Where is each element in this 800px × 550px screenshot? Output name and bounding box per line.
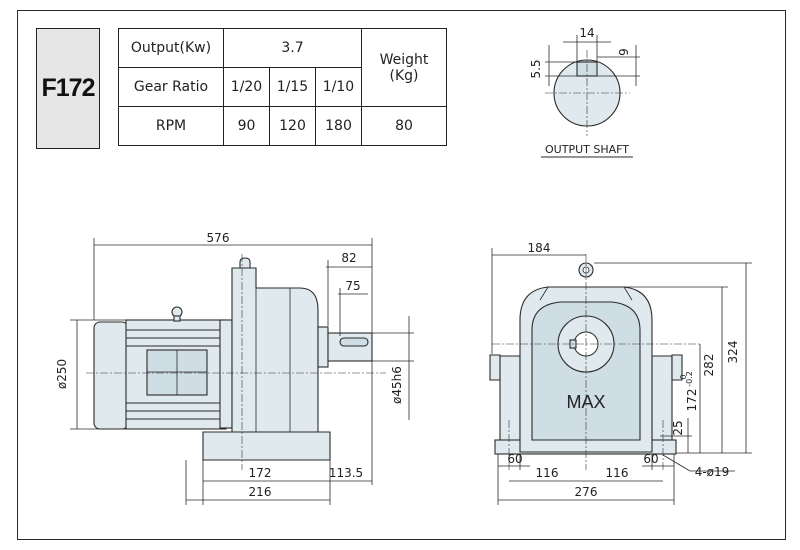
output-shaft [327,332,373,362]
shaft-diameter-dim: ø45h6 [390,366,404,404]
rpm-cell: 180 [315,106,362,146]
key-width-dim: 14 [579,26,594,40]
base-thickness-dim: 25 [671,420,685,435]
left-foot [499,355,521,453]
output-shaft-caption: OUTPUT SHAFT [545,143,629,156]
model-name: F172 [41,74,96,102]
spec-row-ratio: Gear Ratio 1/20 1/15 1/10 [118,67,447,107]
center-height-dim: 282 [702,354,716,377]
output-label: Output(Kw) [118,28,224,68]
weight-unit: (Kg) [389,67,419,84]
bolt-holes-dim: 4-ø19 [695,465,730,479]
fan-cover [93,321,129,430]
gearbox-lift-lug [239,257,251,269]
foot-right-dim: 60 [643,452,658,466]
shaft-key-length-dim: 75 [345,279,360,293]
hole-left-dim: 116 [536,466,559,480]
weight-value: 80 [361,106,447,146]
key-depth-dim: 5.5 [529,59,543,78]
key-height-dim: 9 [617,48,631,56]
ratio-cell: 1/20 [223,67,270,107]
output-shaft-detail: 14 5.5 9 OUTPUT SHAFT [529,26,640,158]
shaft-height-dim: 172 [685,389,699,412]
spec-row-output: Output(Kw) 3.7 Weight (Kg) [118,28,447,107]
foot-left-dim: 60 [507,452,522,466]
hole-right-dim: 116 [606,466,629,480]
sheet-border [17,10,786,540]
model-label-box: F172 [36,28,100,149]
side-foot [202,431,331,461]
weight-label: Weight [379,51,429,68]
front-view: MAX 184 324 282 172 0 -0.2 [489,241,752,505]
base-width-dim: 276 [575,485,598,499]
spec-table: Output(Kw) 3.7 Weight (Kg) Gear Ratio 1/… [118,28,447,146]
shaft-height-tol-upper: 0 [679,374,688,379]
rpm-label: RPM [118,106,224,146]
overall-height-dim: 324 [726,341,740,364]
half-width-dim: 184 [528,241,551,255]
right-foot [651,355,673,453]
spec-row-rpm: RPM 90 120 180 80 [118,106,447,146]
shaft-length-dim: 82 [341,251,356,265]
base-offset-dim: 113.5 [329,466,363,480]
rpm-cell: 90 [223,106,270,146]
output-value: 3.7 [223,28,362,68]
shaft-height-tol-lower: -0.2 [685,371,694,387]
gearbox-housing [231,267,319,433]
side-view: 576 82 75 ø250 ø45h6 172 [55,231,414,505]
base-span-dim: 172 [249,466,272,480]
shaft-key [339,337,369,347]
weight-header: Weight (Kg) [361,28,447,107]
motor-diameter-dim: ø250 [55,359,69,389]
base-length-dim: 216 [249,485,272,499]
ratio-cell: 1/10 [315,67,362,107]
overall-length-dim: 576 [207,231,230,245]
